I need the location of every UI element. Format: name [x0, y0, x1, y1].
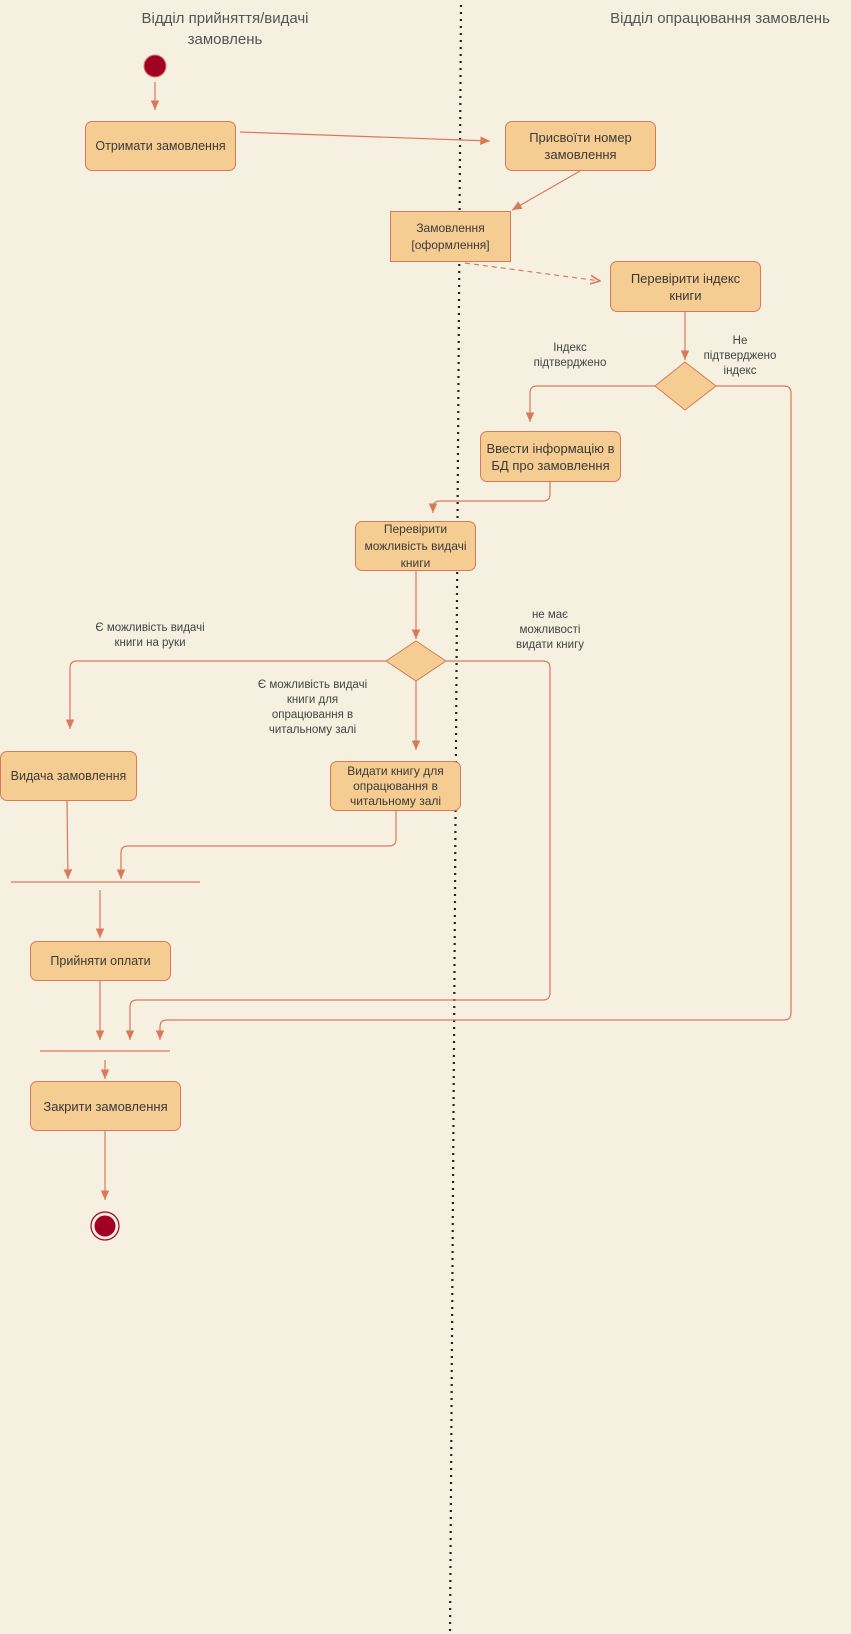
guard-cannot-issue: не має можливості видати книгу [515, 609, 585, 651]
node-accept-payment: Прийняти оплати [30, 941, 171, 981]
edge-decision-cannot [125, 660, 551, 1040]
edge-decision-hand [65, 660, 386, 729]
guard-index-not-ok: Не підтверджено індекс [703, 335, 777, 377]
edge-hand-join [63, 800, 73, 880]
edge-assign-order [511, 170, 581, 211]
lane-title-left: Відділ прийняття/видачі замовлень [141, 10, 309, 48]
node-assign-number: Присвоїти номер замовлення [505, 121, 656, 171]
edge-enter-checkissue [428, 482, 551, 513]
node-close-order: Закрити замовлення [30, 1081, 181, 1131]
node-enter-db: Ввести інформацію в БД про замовлення [480, 431, 621, 482]
edge-decision-notok [155, 385, 792, 1040]
decision-issue [385, 640, 447, 682]
final-node-outer [90, 1211, 120, 1241]
edge-order-check [464, 262, 600, 281]
final-node [94, 1215, 116, 1237]
edge-decision-enter [525, 385, 655, 422]
node-check-index: Перевірити індекс книги [610, 261, 761, 312]
node-order-object: Замовлення [оформлення] [390, 211, 511, 262]
guard-issue-hand: Є можливість видачі книги на руки [95, 622, 205, 649]
guard-issue-reading: Є можливість видачі книги для опрацюванн… [257, 679, 368, 736]
node-check-issue: Перевірити можливість видачі книги [355, 521, 476, 571]
decision-index [654, 361, 717, 411]
node-issue-order: Видача замовлення [0, 751, 137, 801]
edge-receive-assign [239, 131, 491, 145]
node-receive-order: Отримати замовлення [85, 121, 236, 171]
lane-title-right: Відділ опрацювання замовлень [610, 10, 830, 27]
node-issue-reading-room: Видати книгу для опрацювання в читальном… [330, 761, 461, 811]
guard-index-ok: Індекс підтверджено [533, 342, 607, 369]
initial-node [143, 54, 167, 78]
edge-reading-join [116, 811, 397, 879]
